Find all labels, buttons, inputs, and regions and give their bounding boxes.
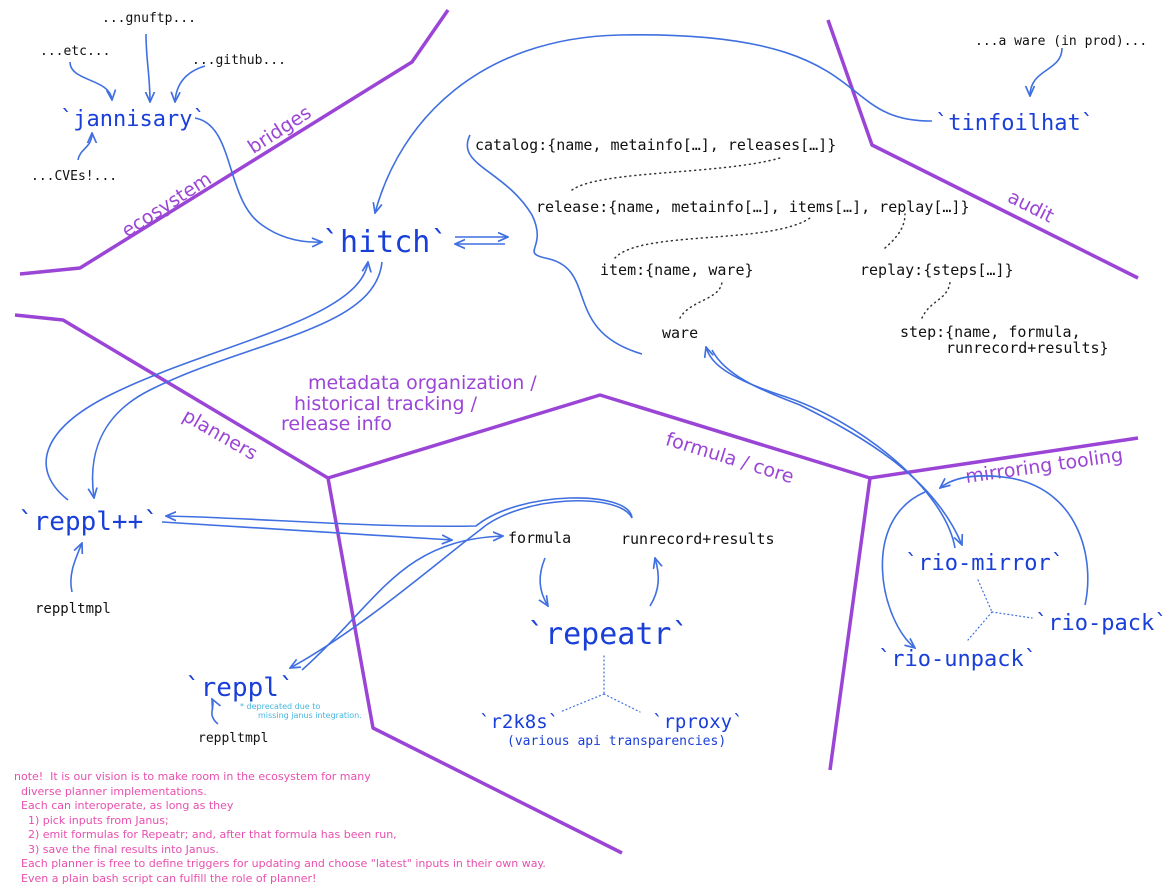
region-formula-core: formula / core [663,428,797,488]
arrow-reppltmpl-repplpp [70,543,82,593]
note-line: Each planner is free to define triggers … [14,857,546,870]
repplpp-template: reppltmpl [35,601,111,617]
arrow-ware-prod-tinfoilhat [1030,47,1063,96]
tool-jannisary: `jannisary` [60,107,206,132]
arrow-jannisary-hitch [194,117,322,242]
fence-audit [826,19,1139,280]
schema-item: item:{name, ware} [600,261,754,279]
region-metadata-line-1: metadata organization / [308,372,537,394]
arrow-rio-mirror-rio-unpack [881,491,926,648]
schema-step-line-2: runrecord+results} [946,339,1109,357]
region-metadata-line-3: release info [281,413,392,435]
schema-link-release-item [614,217,811,259]
tool-rproxy: `rproxy` [652,711,744,733]
tool-r2k8s: `r2k8s` [479,711,559,733]
note-line: note! It is our vision is to make room i… [14,770,371,783]
schema-link-catalog-release [571,157,781,191]
tool-hitch: `hitch` [322,225,448,260]
schema-catalog: catalog:{name, metainfo[…], releases[…]} [475,136,836,154]
tool-tinfoilhat: `tinfoilhat` [935,111,1094,136]
arrow-rio-mirror-ware [706,347,956,549]
source-etc: ...etc... [40,44,110,59]
tool-rio-unpack: `rio-unpack` [878,647,1037,672]
fence-formula-right [828,477,872,771]
reppl-template: reppltmpl [198,731,268,746]
schema-release: release:{name, metainfo[…], items[…], re… [536,198,969,216]
arrow-gnuftp-jannisary [146,33,150,102]
arrow-rio-pack-rio-mirror [940,475,1089,606]
schema-ware: ware [662,324,698,342]
tool-rio-mirror: `rio-mirror` [905,551,1064,576]
core-runrecord-results: runrecord+results [621,530,775,548]
fence-planners [14,313,329,480]
api-transparencies-label: (various api transparencies) [507,734,726,749]
note-line: 2) emit formulas for Repeatr; and, after… [14,828,397,841]
source-cves: ...CVEs!... [31,169,117,184]
arrow-etc-jannisary [69,61,112,100]
region-metadata-line-2: historical tracking / [294,393,478,415]
schema-replay: replay:{steps[…]} [860,261,1014,279]
repeatr-tree [559,655,641,713]
arrow-cves-jannisary [77,133,92,161]
arrow-ware-rio-mirror [711,349,962,545]
arrow-runrecord-reppl [290,499,633,668]
schema-step-line-1: step:{name, formula, [900,323,1081,341]
fence-ecosystem [19,9,450,276]
schema-link-replay-step [921,281,951,319]
source-gnuftp: ...gnuftp... [102,11,196,26]
arrow-tinfoilhat-hitch [375,34,933,213]
planner-note: note! It is our vision is to make room i… [14,770,546,885]
rio-tree [967,579,1033,641]
deprecation-footnote-line-1: * deprecated due to [240,702,320,711]
region-audit: audit [1004,186,1057,228]
arrow-reppltmpl-reppl [212,699,218,725]
arrow-github-jannisary [175,65,206,102]
arrow-hitch-repplpp [93,261,383,498]
tool-reppl: `reppl` [185,673,295,703]
arrow-runrecord-repplpp [166,497,633,528]
core-formula: formula [508,529,571,547]
arrow-repplpp-formula [161,521,452,540]
region-ecosystem: ecosystem [118,168,216,242]
note-line: Each can interoperate, as long as they [14,799,234,812]
deprecation-footnote-line-2: missing janus integration. [258,711,362,720]
note-line: 1) pick inputs from Janus; [14,814,169,827]
tool-rio-pack: `rio-pack` [1035,611,1167,636]
arrow-repeatr-runrecord [649,558,658,607]
source-ware-in-prod: ...a ware (in prod)... [975,34,1147,49]
fence-formula-left [326,477,623,855]
arrow-reppl-formula [301,536,503,671]
fence-mirroring [869,436,1139,480]
fence-metadata [327,393,871,480]
tool-repeatr: `repeatr` [527,617,690,652]
note-line: diverse planner implementations. [14,785,207,798]
arrow-formula-repeatr [540,557,548,606]
arrow-repplpp-hitch [45,262,368,501]
schema-link-item-ware [679,281,723,319]
source-github: ...github... [192,53,286,68]
note-line: 3) save the final results into Janus. [14,843,219,856]
schema-link-release-replay [884,213,906,249]
catalog-brace [466,134,643,355]
note-line: Even a plain bash script can fulfill the… [14,872,316,885]
tool-repplpp: `reppl++` [18,507,159,537]
